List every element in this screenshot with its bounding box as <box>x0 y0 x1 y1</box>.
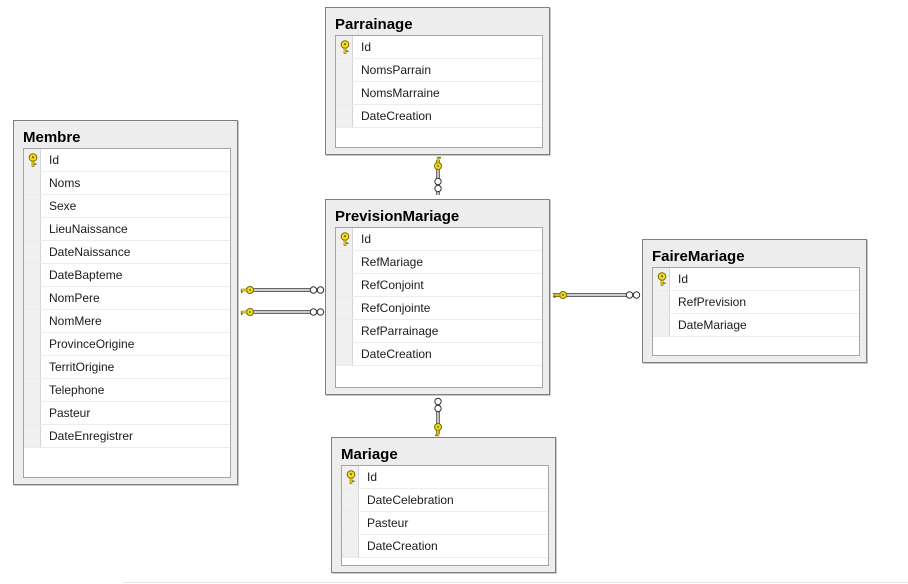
column-list: Id Noms Sexe LieuNaissance DateNaissance… <box>23 148 231 478</box>
column-name: Pasteur <box>49 406 91 420</box>
column-name: NomMere <box>49 314 102 328</box>
column-list: Id RefMariage RefConjoint RefConjointe R… <box>335 227 543 388</box>
column-row[interactable]: RefParrainage <box>336 320 542 343</box>
column-name: Noms <box>49 176 81 190</box>
column-name: ProvinceOrigine <box>49 337 135 351</box>
column-name: Id <box>361 232 372 246</box>
column-row[interactable]: DateCelebration <box>342 489 548 512</box>
table-title: PrevisionMariage <box>335 208 460 225</box>
column-list: Id RefPrevision DateMariage <box>652 267 860 356</box>
column-row[interactable]: DateNaissance <box>24 241 230 264</box>
column-name: RefPrevision <box>678 295 747 309</box>
column-row[interactable]: Sexe <box>24 195 230 218</box>
table-title: Parrainage <box>335 16 413 33</box>
table-membre[interactable]: Membre Id Noms Sexe LieuNaissance DateNa… <box>13 120 238 485</box>
column-name: RefConjointe <box>361 301 431 315</box>
column-row[interactable]: NomMere <box>24 310 230 333</box>
column-name: Id <box>678 272 689 286</box>
column-row[interactable]: DateCreation <box>336 105 542 128</box>
column-row[interactable]: Telephone <box>24 379 230 402</box>
many-end-infinity-icon <box>434 177 442 193</box>
column-name: TerritOrigine <box>49 360 115 374</box>
column-row[interactable]: NomPere <box>24 287 230 310</box>
column-name: Pasteur <box>367 516 409 530</box>
column-name: Telephone <box>49 383 105 397</box>
column-name: DateEnregistrer <box>49 429 134 443</box>
column-name: RefConjoint <box>361 278 424 292</box>
one-end-key-icon <box>240 308 254 316</box>
column-name: DateCelebration <box>367 493 454 507</box>
many-end-infinity-icon <box>309 286 325 294</box>
column-row[interactable]: DateMariage <box>653 314 859 337</box>
column-row[interactable]: LieuNaissance <box>24 218 230 241</box>
primary-key-icon <box>339 40 351 54</box>
one-end-key-icon <box>434 156 442 170</box>
column-row[interactable]: RefPrevision <box>653 291 859 314</box>
column-name: RefMariage <box>361 255 424 269</box>
many-end-infinity-icon <box>309 308 325 316</box>
column-list: Id DateCelebration Pasteur DateCreation <box>341 465 549 566</box>
column-name: Id <box>49 153 60 167</box>
primary-key-icon <box>656 272 668 286</box>
column-row[interactable]: DateBapteme <box>24 264 230 287</box>
one-end-key-icon <box>553 291 567 299</box>
column-row[interactable]: DateCreation <box>336 343 542 366</box>
column-name: DateCreation <box>361 109 432 123</box>
column-name: DateNaissance <box>49 245 131 259</box>
primary-key-icon <box>339 232 351 246</box>
primary-key-icon <box>345 470 357 484</box>
column-row[interactable]: RefConjoint <box>336 274 542 297</box>
column-name: NomPere <box>49 291 100 305</box>
table-title: FaireMariage <box>652 248 745 265</box>
column-name: NomsMarraine <box>361 86 440 100</box>
column-name: DateCreation <box>367 539 438 553</box>
column-name: Id <box>367 470 378 484</box>
one-end-key-icon <box>434 423 442 437</box>
canvas-bottom-edge <box>123 582 908 583</box>
column-row[interactable]: Id <box>336 228 542 251</box>
column-row[interactable]: Id <box>653 268 859 291</box>
table-title: Membre <box>23 129 81 146</box>
column-row[interactable]: Pasteur <box>342 512 548 535</box>
column-row[interactable]: NomsParrain <box>336 59 542 82</box>
column-row[interactable]: Id <box>342 466 548 489</box>
column-row[interactable]: TerritOrigine <box>24 356 230 379</box>
column-name: NomsParrain <box>361 63 432 77</box>
column-row[interactable]: Id <box>336 36 542 59</box>
column-name: DateMariage <box>678 318 747 332</box>
column-name: DateBapteme <box>49 268 123 282</box>
table-mariage[interactable]: Mariage Id DateCelebration Pasteur DateC… <box>331 437 556 573</box>
column-name: LieuNaissance <box>49 222 128 236</box>
column-row[interactable]: DateCreation <box>342 535 548 558</box>
table-faire-mariage[interactable]: FaireMariage Id RefPrevision DateMariage <box>642 239 867 363</box>
column-name: DateCreation <box>361 347 432 361</box>
column-name: RefParrainage <box>361 324 439 338</box>
column-row[interactable]: RefMariage <box>336 251 542 274</box>
primary-key-icon <box>27 153 39 167</box>
table-parrainage[interactable]: Parrainage Id NomsParrain NomsMarraine D… <box>325 7 550 155</box>
column-row[interactable]: DateEnregistrer <box>24 425 230 448</box>
column-row[interactable]: Id <box>24 149 230 172</box>
column-row[interactable]: NomsMarraine <box>336 82 542 105</box>
column-name: Sexe <box>49 199 77 213</box>
many-end-infinity-icon <box>434 397 442 413</box>
column-row[interactable]: RefConjointe <box>336 297 542 320</box>
column-row[interactable]: ProvinceOrigine <box>24 333 230 356</box>
table-prevision-mariage[interactable]: PrevisionMariage Id RefMariage RefConjoi… <box>325 199 550 395</box>
table-title: Mariage <box>341 446 398 463</box>
column-row[interactable]: Pasteur <box>24 402 230 425</box>
one-end-key-icon <box>240 286 254 294</box>
column-name: Id <box>361 40 372 54</box>
column-list: Id NomsParrain NomsMarraine DateCreation <box>335 35 543 148</box>
many-end-infinity-icon <box>625 291 641 299</box>
column-row[interactable]: Noms <box>24 172 230 195</box>
